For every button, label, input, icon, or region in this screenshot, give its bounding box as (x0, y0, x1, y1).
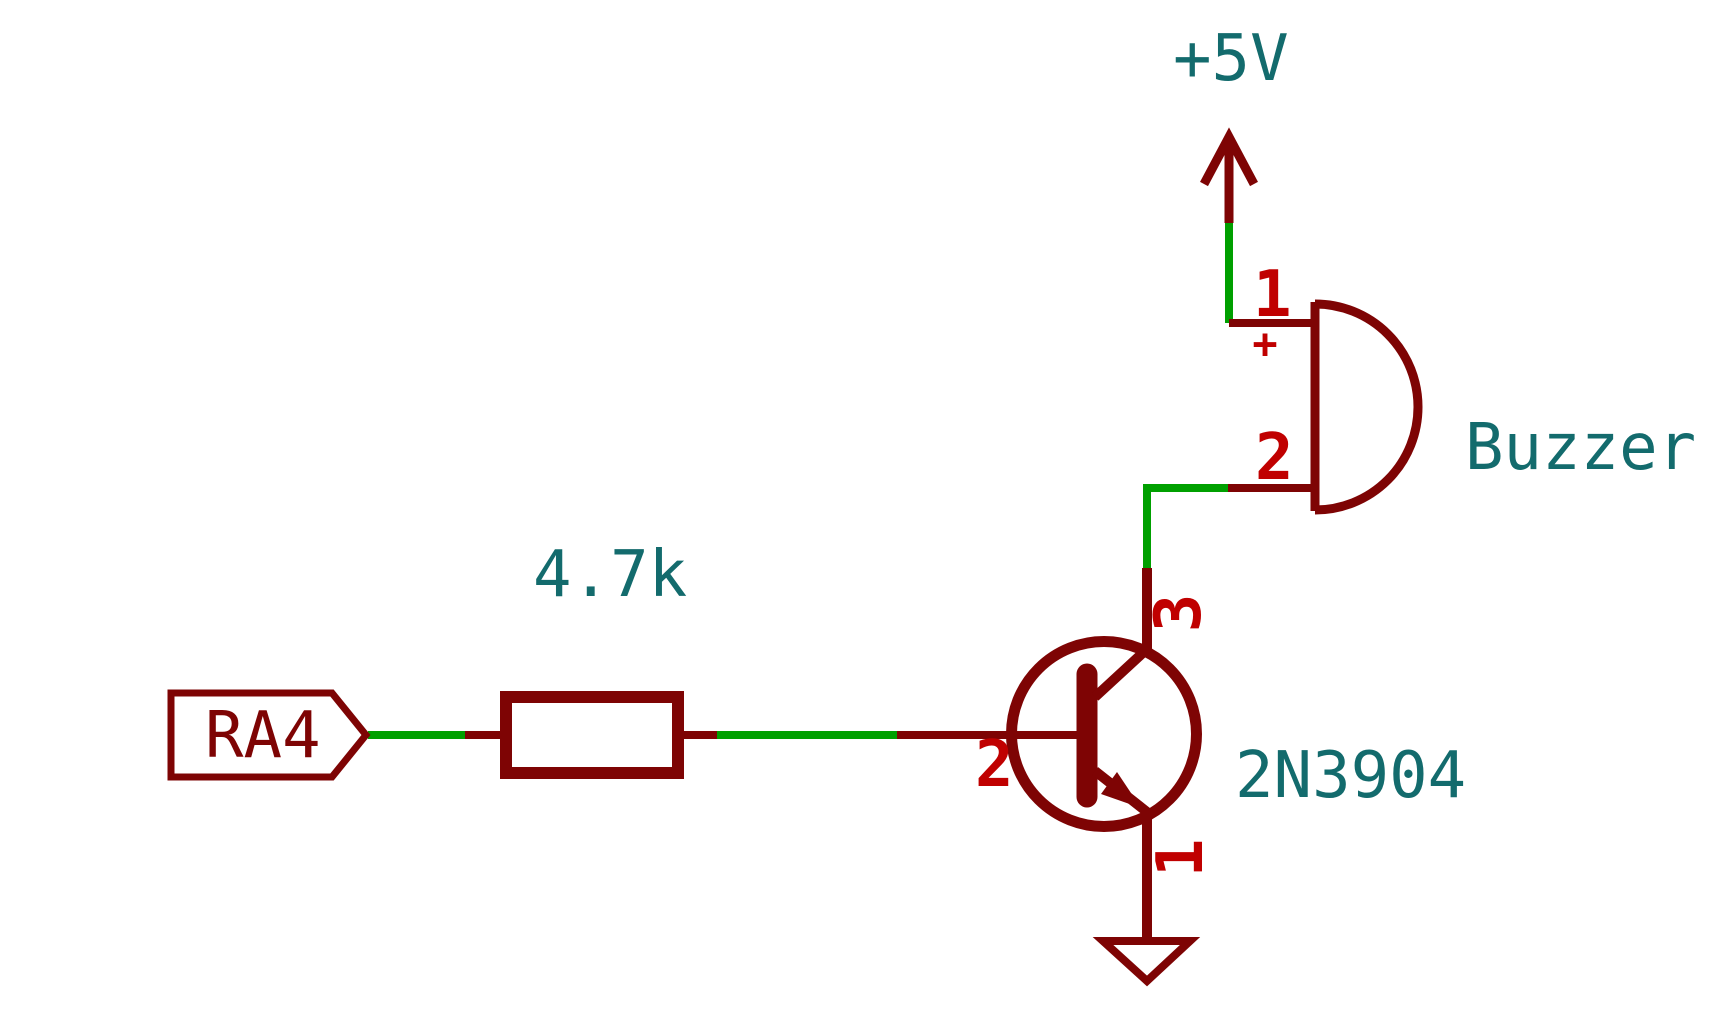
input-port-flag[interactable] (167, 689, 371, 781)
resistor-value-label[interactable]: 4.7k (533, 538, 687, 612)
power-arrow-icon[interactable] (1200, 127, 1258, 223)
buzzer-symbol[interactable] (1310, 299, 1423, 515)
transistor-base-pin-number: 2 (975, 728, 1014, 802)
wire-buzzer-pin2-to-collector[interactable] (1143, 484, 1228, 568)
transistor-emitter-arrow-icon (1101, 772, 1141, 808)
buzzer-polarity-mark: + (1252, 319, 1277, 368)
buzzer-pin1-number: 1 (1253, 258, 1292, 332)
transistor-value-label[interactable]: 2N3904 (1235, 739, 1466, 813)
transistor-collector-line (1091, 568, 1152, 701)
transistor-symbol[interactable] (897, 568, 1202, 941)
resistor-symbol[interactable] (465, 691, 717, 779)
power-net-label[interactable]: +5V (1173, 22, 1289, 96)
ground-symbol[interactable] (1092, 937, 1201, 987)
buzzer-value-label[interactable]: Buzzer (1465, 411, 1696, 485)
buzzer-pin2-number: 2 (1255, 421, 1294, 495)
transistor-emitter-pin-number: 1 (1144, 839, 1218, 878)
transistor-collector-pin-number: 3 (1142, 594, 1216, 633)
input-port-label[interactable]: RA4 (205, 699, 321, 773)
